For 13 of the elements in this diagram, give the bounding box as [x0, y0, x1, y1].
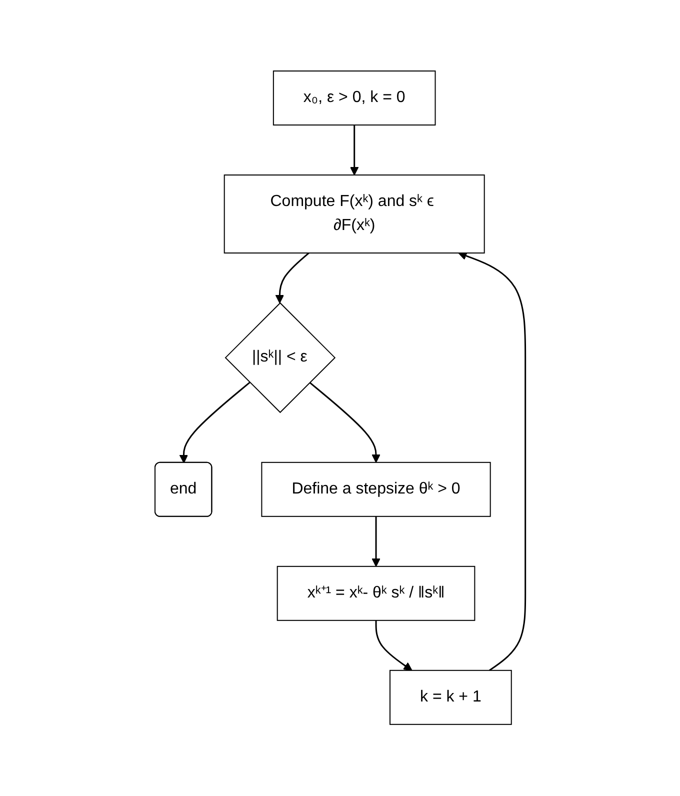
arrow — [458, 252, 526, 672]
node-box: Define a stepsize θᵏ > 0 — [261, 462, 491, 518]
arrow — [371, 516, 380, 568]
arrow — [308, 382, 380, 464]
node-box: Compute F(xᵏ) and sᵏ ϵ ∂F(xᵏ) — [224, 174, 485, 254]
node-box: xᵏ⁺¹ = xᵏ- θᵏ sᵏ / ‖sᵏ‖ — [276, 566, 476, 622]
node-diamond: ||sᵏ|| < ε — [224, 302, 336, 414]
node-box: k = k + 1 — [389, 670, 512, 726]
arrow — [179, 382, 250, 464]
node-box: x₀, ε > 0, k = 0 — [272, 70, 436, 126]
arrow — [350, 125, 359, 176]
arrow — [275, 252, 310, 304]
arrow — [375, 620, 412, 672]
